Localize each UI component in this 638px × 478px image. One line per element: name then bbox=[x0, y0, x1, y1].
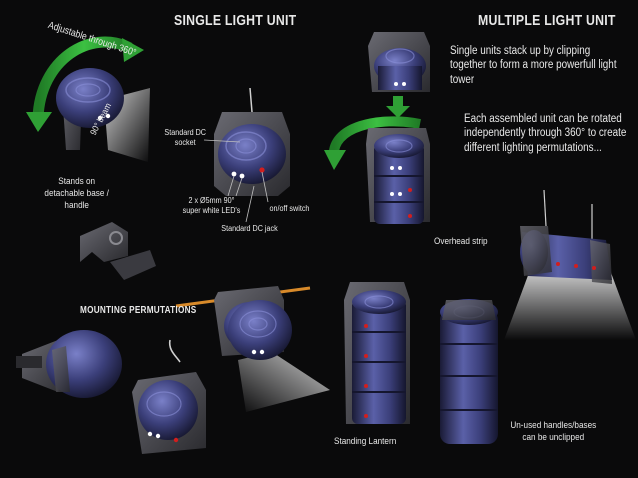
label-unused-handles: Un-used handles/bases can be unclipped bbox=[510, 420, 597, 443]
down-arrow-icon bbox=[386, 96, 410, 118]
heading-single-light-unit: SINGLE LIGHT UNIT bbox=[174, 12, 297, 29]
label-leds: 2 x Ø5mm 90° super white LED's bbox=[182, 196, 241, 215]
label-switch: on/off switch bbox=[269, 204, 310, 213]
adjustable-unit bbox=[26, 36, 150, 162]
arrow-head-icon bbox=[122, 38, 144, 62]
label-dc-socket: Standard DC socket bbox=[164, 128, 207, 147]
clamp-mount bbox=[16, 330, 122, 398]
label-overhead-strip: Overhead strip bbox=[434, 236, 488, 247]
text-rotate-description: Each assembled unit can be rotated indep… bbox=[464, 113, 627, 154]
arrow-head-icon bbox=[26, 112, 52, 132]
tilted-unit bbox=[228, 300, 330, 412]
led-icon bbox=[239, 173, 245, 179]
label-standing-lantern: Standing Lantern bbox=[334, 436, 397, 447]
detachable-base bbox=[80, 222, 156, 280]
label-dc-jack: Standard DC jack bbox=[221, 224, 278, 233]
light-unit-body bbox=[218, 124, 286, 184]
switch-icon bbox=[259, 167, 265, 173]
single-stack-unit bbox=[368, 32, 430, 92]
stacked-units bbox=[324, 116, 430, 224]
heading-mounting-permutations: MOUNTING PERMUTATIONS bbox=[80, 305, 197, 316]
standing-lantern bbox=[344, 282, 410, 424]
label-stands-on-base: Stands on detachable base / handle bbox=[44, 176, 109, 211]
handleless-stack bbox=[440, 299, 498, 444]
rotation-arrow bbox=[32, 36, 133, 119]
overhead-strip bbox=[504, 189, 636, 340]
hook-mount bbox=[132, 339, 206, 454]
single-light-unit bbox=[203, 87, 290, 223]
heading-multiple-light-unit: MULTIPLE LIGHT UNIT bbox=[478, 12, 616, 29]
text-stack-description: Single units stack up by clipping togeth… bbox=[450, 45, 617, 86]
led-icon bbox=[231, 171, 237, 177]
